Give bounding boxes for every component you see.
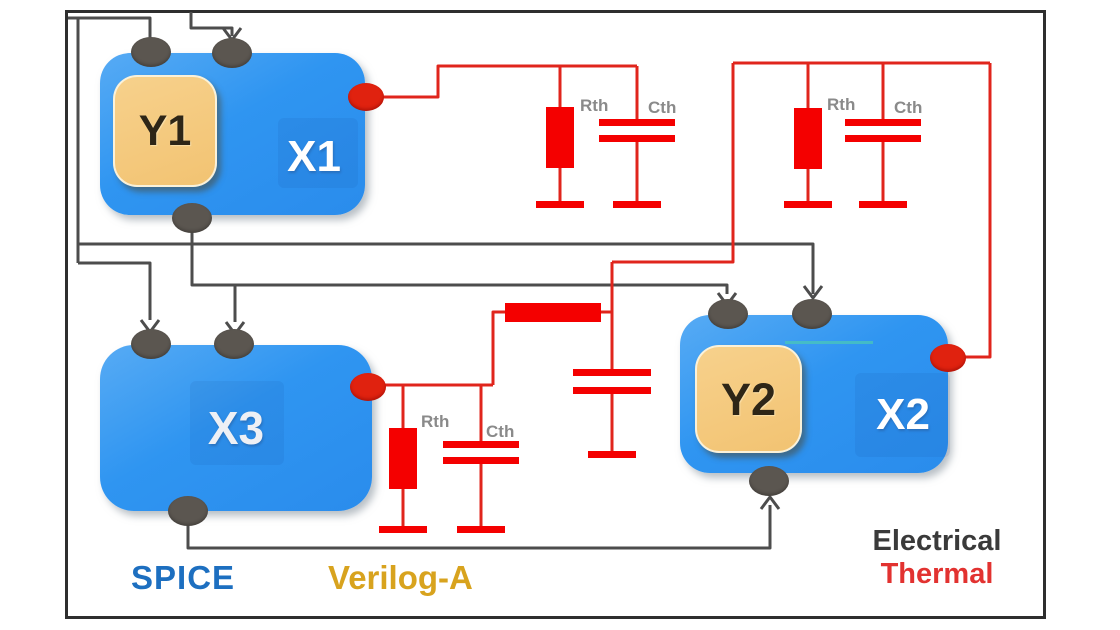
- legend-spice: SPICE: [131, 559, 236, 596]
- resistor-rth3: [389, 428, 417, 489]
- capacitor-cth1-plate-top: [599, 119, 675, 126]
- arrowhead-x2-bottom: [759, 495, 781, 510]
- x3-terminal-top-1: [131, 329, 171, 359]
- cth3-label: Cth: [486, 422, 515, 441]
- cth2-label: Cth: [894, 98, 923, 117]
- spice-block-x2: X2 Y2: [680, 315, 950, 473]
- cth1-label: Cth: [648, 98, 677, 117]
- capacitor-mid-plate-top: [573, 369, 651, 376]
- verilog-block-y2: Y2: [695, 345, 802, 453]
- ground-bar-rth3: [379, 526, 427, 533]
- wire-x1-bottom-to-x2-t1: [190, 218, 729, 294]
- ground-bar-cth2: [859, 201, 907, 208]
- thermal-wire-x1-out: [368, 64, 637, 99]
- resistor-horizontal: [505, 303, 601, 322]
- thermal-wire-net2-left-drop: [612, 63, 735, 264]
- x2-thermal-node: [930, 344, 966, 372]
- legend-verilog: Verilog-A: [328, 559, 473, 596]
- y1-label: Y1: [138, 106, 192, 155]
- x1-inner-shade: [278, 118, 358, 188]
- rth3-label: Rth: [421, 412, 450, 431]
- wire-to-x2-t2: [78, 242, 815, 294]
- arrowhead-x2-t2: [802, 285, 824, 300]
- electrical-net: [68, 12, 824, 550]
- ground-bar-cth3: [457, 526, 505, 533]
- spice-block-x1: X1 Y1: [100, 53, 365, 215]
- rth2-label: Rth: [827, 95, 856, 114]
- legend-wire-types: Electrical Thermal: [851, 525, 1023, 592]
- x1-terminal-bottom: [172, 203, 212, 233]
- x1-terminal-top-1: [131, 37, 171, 67]
- x1-label: X1: [287, 132, 341, 181]
- x3-terminal-top-2: [214, 329, 254, 359]
- capacitor-cth3-plate-top: [443, 441, 519, 448]
- wire-x1-t2-feed: [189, 12, 234, 36]
- thermal-net: [368, 61, 992, 527]
- x2-terminal-top-1: [708, 299, 748, 329]
- x2-teal-accent: [785, 341, 873, 344]
- x3-thermal-node: [350, 373, 386, 401]
- ground-bar-mid: [588, 451, 636, 458]
- resistor-rth2: [794, 108, 822, 169]
- ground-bar-cth1: [613, 201, 661, 208]
- legend-thermal: Thermal: [880, 558, 994, 591]
- verilog-block-y1: Y1: [113, 75, 217, 187]
- diagram-border: [65, 10, 1046, 619]
- resistor-rth1: [546, 107, 574, 168]
- legend-electrical: Electrical: [872, 525, 1002, 557]
- x2-terminal-bottom: [749, 466, 789, 496]
- x3-inner-shade: [190, 381, 284, 465]
- thermal-components: [379, 107, 921, 533]
- x2-label: X2: [876, 390, 930, 439]
- ground-bar-rth1: [536, 201, 584, 208]
- ground-bar-rth2: [784, 201, 832, 208]
- capacitor-cth2-plate-top: [845, 119, 921, 126]
- x2-terminal-top-2: [792, 299, 832, 329]
- x1-terminal-top-2: [212, 38, 252, 68]
- x1-thermal-node: [348, 83, 384, 111]
- capacitor-cth1-plate-bottom: [599, 135, 675, 142]
- x3-label: X3: [207, 402, 265, 454]
- y2-label: Y2: [720, 373, 777, 425]
- x2-inner-shade: [855, 373, 950, 457]
- wire-to-x3-t1: [78, 261, 152, 320]
- thermal-wire-hres-left-stub: [491, 310, 505, 385]
- x3-terminal-bottom: [168, 496, 208, 526]
- thermal-wire-net2-to-x2: [950, 63, 992, 359]
- wire-x3-bottom-to-x2-bottom: [186, 505, 772, 550]
- capacitor-cth3-plate-bottom: [443, 457, 519, 464]
- capacitor-mid-plate-bottom: [573, 387, 651, 394]
- wire-x1-t1-feed: [68, 16, 152, 40]
- rth1-label: Rth: [580, 96, 609, 115]
- spice-block-x3: X3: [100, 345, 372, 511]
- capacitor-cth2-plate-bottom: [845, 135, 921, 142]
